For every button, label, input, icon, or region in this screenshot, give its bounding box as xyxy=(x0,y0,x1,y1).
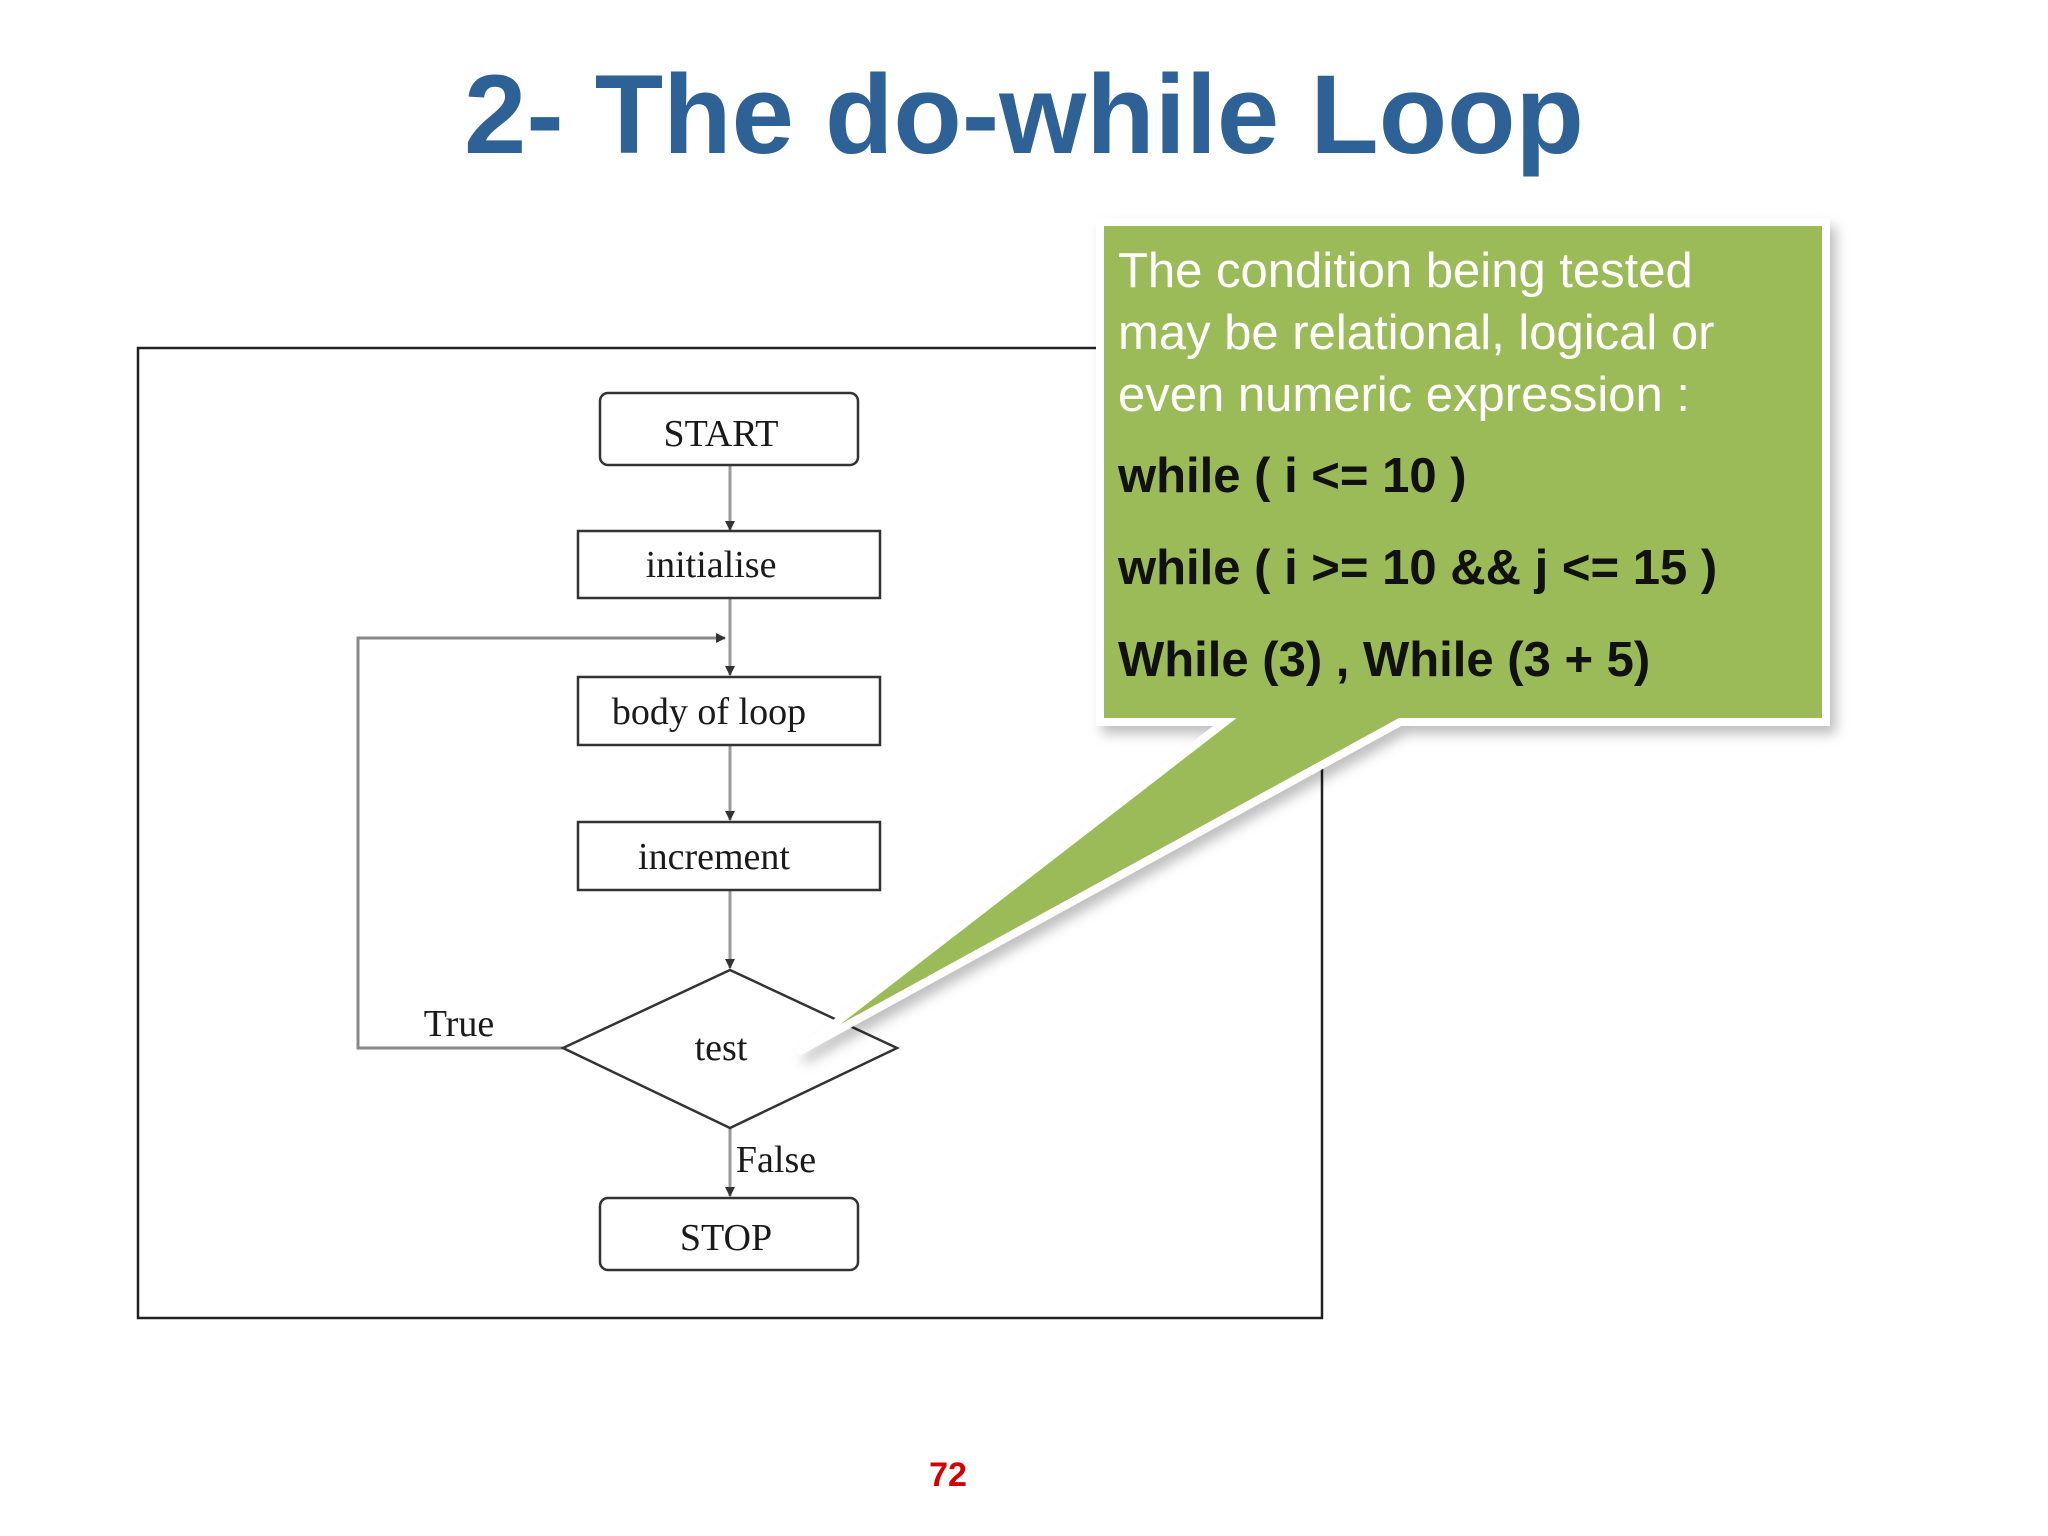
true-label: True xyxy=(424,1003,494,1045)
page-number: 72 xyxy=(929,1456,967,1494)
false-label: False xyxy=(736,1139,816,1181)
start-label: START xyxy=(663,413,778,455)
callout-shape xyxy=(795,218,1830,1056)
callout-example-2: while ( i >= 10 && j <= 15 ) xyxy=(1118,541,1718,595)
increment-box xyxy=(576,820,882,892)
callout-example-3: While (3) , While (3 + 5) xyxy=(1118,633,1651,687)
body-of-loop-label: body of loop xyxy=(612,691,806,733)
callout-content: The condition being tested may be relati… xyxy=(1118,240,1798,687)
body-of-loop-box xyxy=(576,675,882,747)
test-label: test xyxy=(695,1027,748,1069)
slide-title: 2- The do-while Loop xyxy=(464,52,1584,177)
stop-label: STOP xyxy=(680,1217,772,1259)
callout-bubble xyxy=(795,218,1830,1056)
callout-intro-text: The condition being tested may be relati… xyxy=(1118,244,1715,422)
start-terminal xyxy=(598,391,860,467)
diagram-frame xyxy=(136,346,1324,1320)
loop-back-arrow xyxy=(356,633,726,1050)
flow-connectors xyxy=(356,465,735,1197)
initialise-label: initialise xyxy=(646,544,777,586)
stop-terminal xyxy=(598,1196,860,1272)
increment-label: increment xyxy=(638,836,790,878)
initialise-box xyxy=(576,529,882,600)
callout-example-1: while ( i <= 10 ) xyxy=(1118,449,1467,503)
